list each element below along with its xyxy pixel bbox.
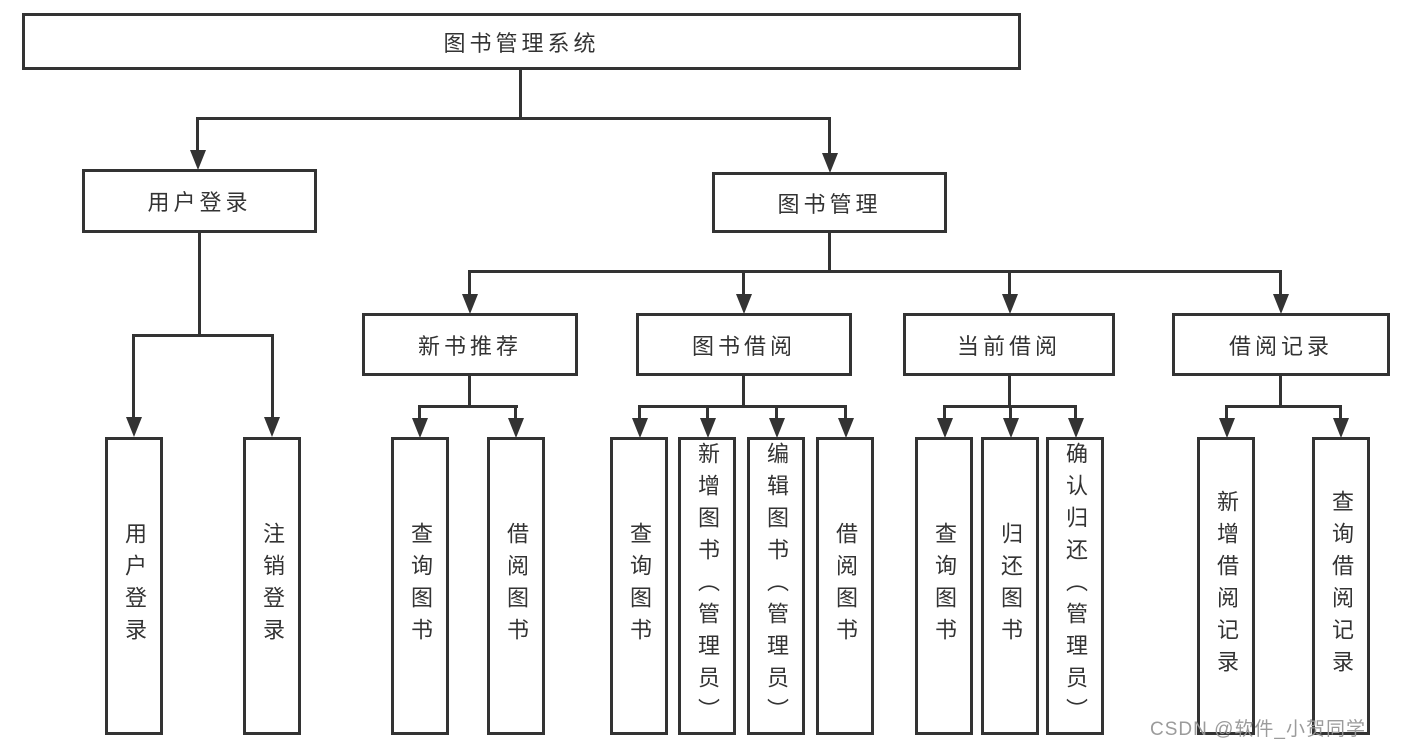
leaf-query-books-1: 查询图书 — [391, 437, 449, 735]
arrow-down-icon — [736, 294, 752, 314]
connector-line — [638, 405, 641, 420]
connector-line — [132, 334, 135, 418]
connector-line — [742, 270, 745, 295]
leaf-query-borrow-record: 查询借阅记录 — [1312, 437, 1370, 735]
connector-line — [468, 376, 471, 408]
leaf-return-books: 归还图书 — [981, 437, 1039, 735]
arrow-down-icon — [1219, 418, 1235, 438]
leaf-confirm-return-admin-label: 确认归还（管理员） — [1063, 442, 1088, 730]
arrow-down-icon — [1002, 294, 1018, 314]
leaf-logout: 注销登录 — [243, 437, 301, 735]
node-user-login: 用户登录 — [82, 169, 317, 233]
arrow-down-icon — [126, 417, 142, 437]
arrow-down-icon — [508, 418, 524, 438]
node-current-borrow: 当前借阅 — [903, 313, 1115, 376]
connector-line — [844, 405, 847, 420]
connector-line — [196, 117, 831, 120]
leaf-borrow-books-1-label: 借阅图书 — [504, 522, 529, 650]
connector-line — [198, 233, 201, 337]
connector-line — [514, 405, 517, 420]
arrow-down-icon — [937, 418, 953, 438]
arrow-down-icon — [462, 294, 478, 314]
connector-line — [519, 68, 522, 119]
connector-line — [775, 405, 778, 420]
connector-line — [418, 405, 518, 408]
connector-line — [418, 405, 421, 420]
node-root: 图书管理系统 — [22, 13, 1021, 70]
leaf-query-books-2-label: 查询图书 — [627, 522, 652, 650]
connector-line — [1279, 376, 1282, 408]
node-root-label: 图书管理系统 — [443, 30, 600, 56]
arrow-down-icon — [769, 418, 785, 438]
leaf-query-books-3-label: 查询图书 — [932, 522, 957, 650]
arrow-down-icon — [700, 418, 716, 438]
leaf-borrow-books-2-label: 借阅图书 — [833, 522, 858, 650]
leaf-query-borrow-record-label: 查询借阅记录 — [1329, 490, 1354, 682]
connector-line — [828, 117, 831, 154]
leaf-query-books-1-label: 查询图书 — [408, 522, 433, 650]
arrow-down-icon — [1273, 294, 1289, 314]
leaf-edit-books-admin: 编辑图书（管理员） — [747, 437, 805, 735]
leaf-user-login-label: 用户登录 — [122, 522, 147, 650]
node-current-borrow-label: 当前借阅 — [956, 333, 1061, 359]
node-new-book-recommend-label: 新书推荐 — [417, 333, 522, 359]
leaf-add-books-admin: 新增图书（管理员） — [678, 437, 736, 735]
arrow-down-icon — [822, 153, 838, 173]
arrow-down-icon — [190, 150, 206, 170]
leaf-borrow-books-2: 借阅图书 — [816, 437, 874, 735]
connector-line — [1225, 405, 1228, 420]
connector-line — [638, 405, 846, 408]
node-borrow-records: 借阅记录 — [1172, 313, 1390, 376]
node-book-borrow-label: 图书借阅 — [691, 333, 796, 359]
connector-line — [943, 405, 946, 420]
connector-line — [1339, 405, 1342, 420]
leaf-query-books-3: 查询图书 — [915, 437, 973, 735]
connector-line — [196, 117, 199, 152]
connector-line — [706, 405, 709, 420]
connector-line — [271, 334, 274, 418]
connector-line — [1279, 270, 1282, 295]
connector-line — [1008, 270, 1011, 295]
connector-line — [132, 334, 274, 337]
leaf-add-borrow-record-label: 新增借阅记录 — [1214, 490, 1239, 682]
leaf-return-books-label: 归还图书 — [998, 522, 1023, 650]
connector-line — [1225, 405, 1342, 408]
node-book-management-label: 图书管理 — [777, 191, 882, 217]
leaf-add-borrow-record: 新增借阅记录 — [1197, 437, 1255, 735]
leaf-edit-books-admin-label: 编辑图书（管理员） — [764, 442, 789, 730]
arrow-down-icon — [1003, 418, 1019, 438]
node-user-login-label: 用户登录 — [147, 190, 252, 215]
leaf-logout-label: 注销登录 — [260, 522, 285, 650]
arrow-down-icon — [1333, 418, 1349, 438]
node-borrow-records-label: 借阅记录 — [1228, 333, 1333, 359]
node-book-management: 图书管理 — [712, 172, 947, 233]
node-book-borrow: 图书借阅 — [636, 313, 852, 376]
arrow-down-icon — [412, 418, 428, 438]
connector-line — [1074, 405, 1077, 420]
leaf-add-books-admin-label: 新增图书（管理员） — [695, 442, 720, 730]
leaf-confirm-return-admin: 确认归还（管理员） — [1046, 437, 1104, 735]
leaf-user-login: 用户登录 — [105, 437, 163, 735]
arrow-down-icon — [632, 418, 648, 438]
connector-line — [828, 233, 831, 272]
csdn-watermark: CSDN @软件_小贺同学 — [1150, 719, 1366, 740]
arrow-down-icon — [838, 418, 854, 438]
arrow-down-icon — [1068, 418, 1084, 438]
connector-line — [468, 270, 1282, 273]
arrow-down-icon — [264, 417, 280, 437]
connector-line — [468, 270, 471, 295]
connector-line — [1009, 405, 1012, 420]
leaf-borrow-books-1: 借阅图书 — [487, 437, 545, 735]
connector-line — [742, 376, 745, 408]
leaf-query-books-2: 查询图书 — [610, 437, 668, 735]
connector-line — [1008, 376, 1011, 408]
node-new-book-recommend: 新书推荐 — [362, 313, 578, 376]
